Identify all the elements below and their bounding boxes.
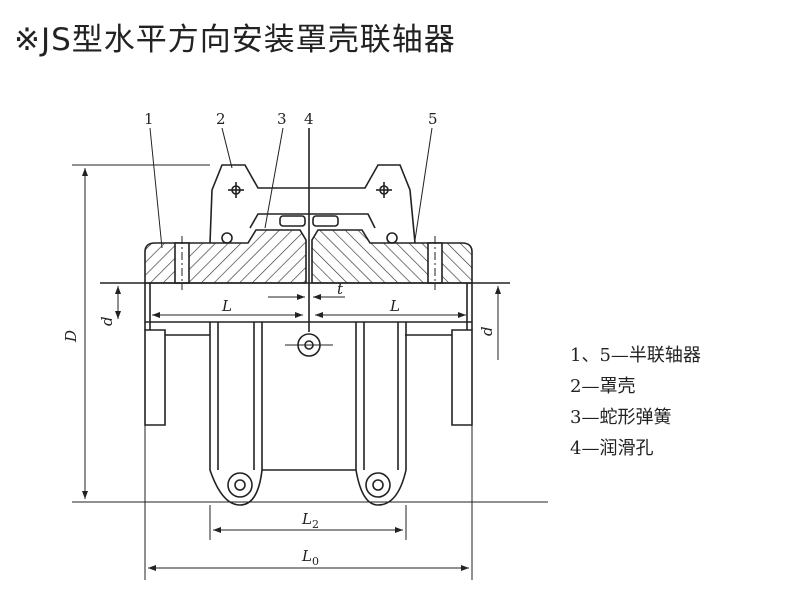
page-title: ※JS型水平方向安装罩壳联轴器 [14, 22, 456, 58]
part-number-1: 1 [144, 110, 154, 128]
grid-spring [249, 213, 376, 229]
shroud-leg-right [355, 322, 407, 506]
part-number-4: 4 [304, 110, 314, 128]
dimension-L-left: L [221, 297, 232, 315]
legend-item-half-coupling: 1、5—半联轴器 [570, 345, 701, 366]
shroud [209, 164, 416, 244]
legend-item-shroud: 2—罩壳 [570, 376, 636, 397]
dimension-L0: L0 [301, 547, 319, 568]
shroud-leg-left [209, 322, 263, 506]
legend-item-grid-spring: 3—蛇形弹簧 [570, 407, 672, 428]
hub-left [144, 229, 307, 284]
dimension-D: D [62, 330, 80, 343]
dimension-L2: L2 [301, 510, 319, 531]
hub-right [311, 229, 473, 284]
dimension-t: t [337, 280, 344, 298]
dimension-L-right: L [389, 297, 400, 315]
dimension-d-left: d [98, 316, 116, 326]
legend-item-lubrication-hole: 4—润滑孔 [570, 438, 654, 459]
parts-legend: 1、5—半联轴器 2—罩壳 3—蛇形弹簧 4—润滑孔 [570, 340, 701, 464]
dimension-d-right: d [478, 326, 496, 336]
part-number-5: 5 [428, 110, 438, 128]
part-number-3: 3 [277, 110, 287, 128]
part-number-2: 2 [216, 110, 226, 128]
